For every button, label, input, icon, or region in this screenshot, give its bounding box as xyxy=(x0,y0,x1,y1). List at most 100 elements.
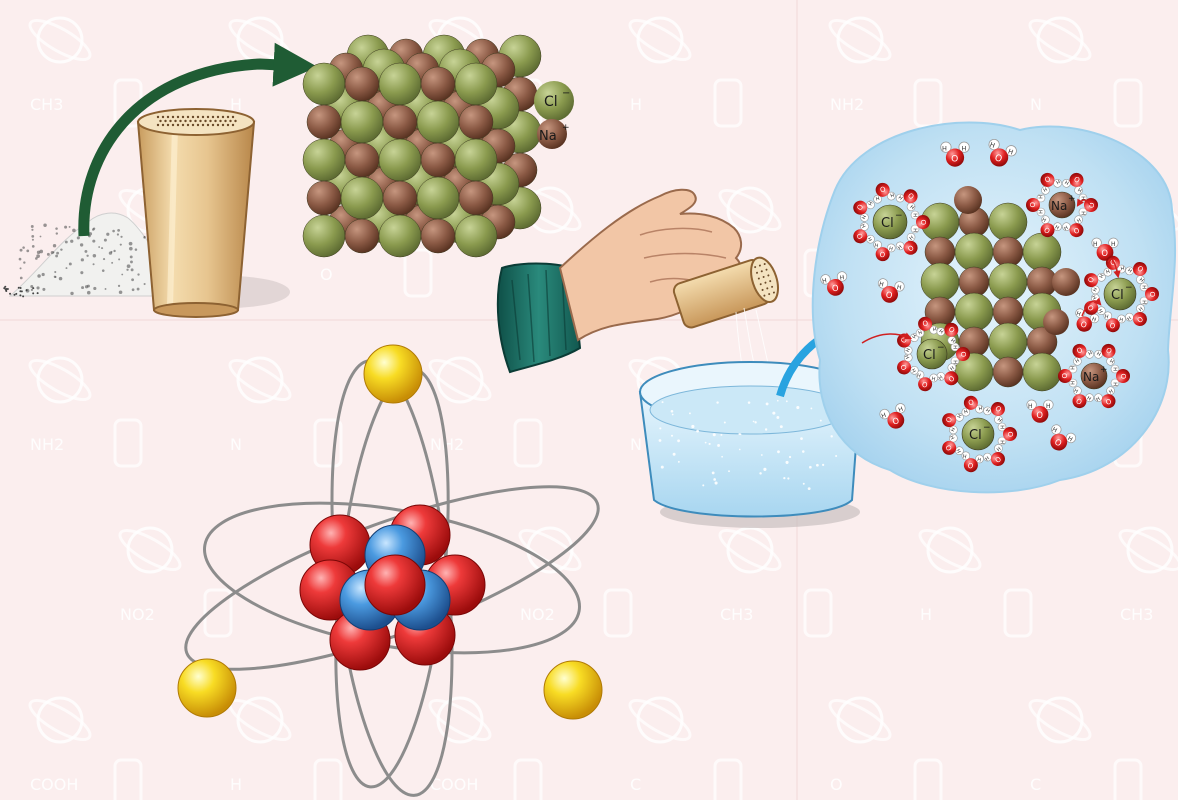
oxygen-atom xyxy=(990,401,1005,416)
salt-grain xyxy=(112,229,115,233)
salt-grain xyxy=(31,238,34,241)
salt-grain xyxy=(54,270,57,274)
oxygen-atom xyxy=(1101,394,1116,409)
hydrogen-label: H xyxy=(985,406,992,413)
oxygen-label: O xyxy=(898,336,908,345)
dissolving-cl-ion xyxy=(954,232,994,272)
hydrogen-label: H xyxy=(1086,395,1092,402)
water-molecule: OHH xyxy=(1062,172,1084,195)
electron xyxy=(177,658,237,718)
dissolving-lattice xyxy=(920,186,1080,392)
salt-grain xyxy=(39,249,44,254)
doodle-orbit xyxy=(428,359,492,401)
oxygen-label: O xyxy=(1085,304,1095,313)
hydrogen-label: H xyxy=(1139,275,1146,282)
salt-grain xyxy=(36,286,40,290)
hydrogen-atom xyxy=(1036,207,1046,217)
doodle-label: NO2 xyxy=(120,605,155,624)
salt-grain xyxy=(111,261,114,264)
hydrated-cl-4-ball xyxy=(961,417,995,451)
salt-grain xyxy=(55,227,58,230)
water-molecule: OHH xyxy=(1040,215,1062,238)
doodle-flask xyxy=(913,758,943,800)
doodle-orbit xyxy=(628,699,692,741)
oxygen-label: O xyxy=(947,324,957,334)
salt-grain xyxy=(36,254,40,258)
water-sparkle xyxy=(704,441,707,444)
hydrogen-atom xyxy=(1089,313,1100,324)
oxygen-atom xyxy=(918,377,933,392)
hydrogen-label: H xyxy=(932,325,937,332)
salt-grain xyxy=(130,268,134,272)
lid-hole xyxy=(186,123,190,127)
lid-hole xyxy=(216,123,220,127)
doodle-flask xyxy=(203,588,233,638)
cap-hole xyxy=(771,285,774,288)
salt-grain xyxy=(130,260,133,264)
oxygen-label: O xyxy=(906,190,916,200)
oxygen-atom xyxy=(1132,312,1147,327)
hydrogen-atom xyxy=(1041,186,1050,195)
hydrated-na-1-charge: + xyxy=(1068,194,1076,204)
hydrogen-label: H xyxy=(859,223,866,229)
hydrogen-label: H xyxy=(881,412,888,420)
hydrogen-label: H xyxy=(888,246,893,253)
electron xyxy=(543,660,603,720)
doodle-label: NH2 xyxy=(430,435,464,454)
water-sparkle xyxy=(661,401,664,404)
shaker-lid-holes xyxy=(156,115,237,127)
lid-hole xyxy=(201,123,205,127)
cap-hole xyxy=(754,266,757,269)
salt-grain xyxy=(53,275,57,279)
hydrated-na-1-ball xyxy=(1048,191,1076,219)
hydrogen-label: H xyxy=(954,345,960,349)
hydrogen-label: H xyxy=(1069,381,1075,385)
hydrated-cl-3-charge: − xyxy=(937,343,945,353)
cap-hole xyxy=(772,291,775,294)
lid-hole xyxy=(179,119,182,123)
oxygen-atom xyxy=(990,452,1005,467)
hydrogen-label: H xyxy=(1119,317,1124,324)
lid-hole xyxy=(221,123,225,127)
salt-grain xyxy=(32,292,35,295)
doodle-ring xyxy=(126,526,174,574)
dissolving-na-ion xyxy=(992,356,1024,388)
hydrogen-atom xyxy=(1097,272,1106,282)
oxygen-label: O xyxy=(920,219,928,225)
hydrogen-label: H xyxy=(866,200,873,206)
water-molecule: OHH xyxy=(1125,304,1147,327)
water-molecule: OHH xyxy=(879,403,906,429)
lid-hole xyxy=(209,119,212,123)
doodle-orbit xyxy=(828,699,892,741)
doodle-flask xyxy=(1113,758,1143,800)
salt-grain xyxy=(92,263,95,266)
salt-grain xyxy=(104,288,107,290)
salt-grain xyxy=(86,254,89,257)
lid-hole xyxy=(191,115,195,119)
salt-grain xyxy=(42,287,46,291)
oxygen-atom xyxy=(1040,172,1055,187)
hydrogen-label: H xyxy=(1076,217,1082,224)
water-sparkle xyxy=(670,434,674,437)
hydrogen-atom xyxy=(1091,237,1102,248)
small-shaker-cap xyxy=(750,256,779,304)
lid-hole xyxy=(204,119,207,123)
hydrogen-label: H xyxy=(1037,195,1043,199)
hydrogen-atom xyxy=(988,138,1000,151)
hydrogen-atom xyxy=(955,446,964,456)
hydrogen-atom xyxy=(1074,186,1083,195)
hydrogen-label: H xyxy=(879,281,885,289)
doodle-label: H xyxy=(920,605,932,624)
na-legend-symbol: Na xyxy=(539,129,557,144)
cap-hole xyxy=(763,294,766,297)
hydrogen-label: H xyxy=(1096,308,1103,314)
doodle-orbit xyxy=(918,529,982,571)
lattice-cl-ion xyxy=(454,138,498,182)
water-sparkle xyxy=(659,427,662,430)
dissolving-na-ion xyxy=(954,186,982,214)
water-sparkle xyxy=(810,407,813,410)
hydrogen-atom xyxy=(1085,350,1094,359)
hydrogen-label: H xyxy=(1077,186,1083,193)
lid-hole xyxy=(231,115,235,119)
